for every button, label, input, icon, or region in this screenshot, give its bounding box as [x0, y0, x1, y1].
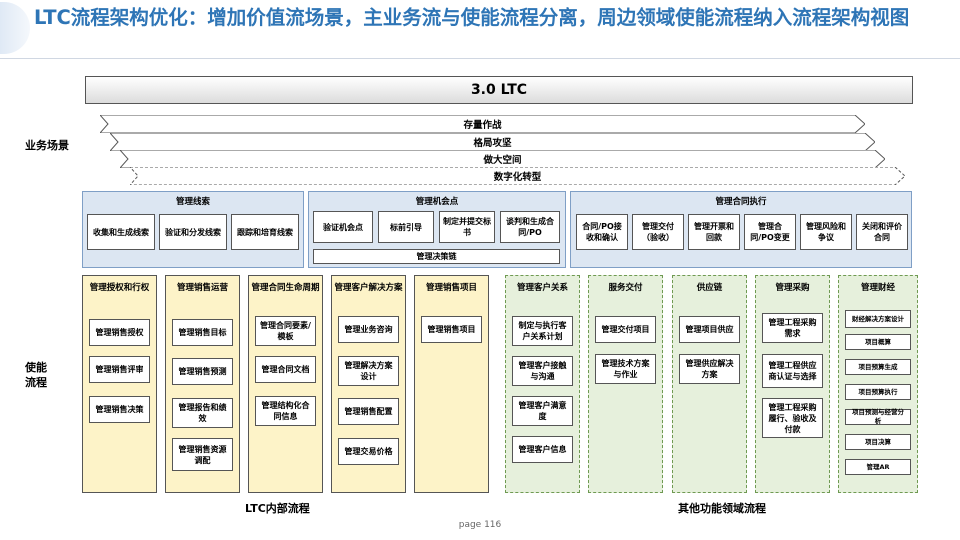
column-customer-relationship: 管理客户关系 制定与执行客户关系计划 管理客户接触与沟通 管理客户满意度 管理客…: [505, 275, 580, 493]
title-decoration: [0, 2, 30, 54]
column-procurement: 管理采购 管理工程采购需求 管理工程供应商认证与选择 管理工程采购履行、验收及付…: [755, 275, 830, 493]
process-box: 项目预测与经营分析: [845, 408, 911, 425]
process-box: 管理交付（验收）: [632, 214, 684, 250]
scenario-chevron: 格局攻坚: [110, 133, 875, 151]
process-box: 管理销售项目: [421, 316, 482, 343]
column-service-delivery: 服务交付 管理交付项目 管理技术方案与作业: [588, 275, 663, 493]
process-box: 管理客户满意度: [512, 396, 573, 426]
process-box: 管理工程采购需求: [762, 313, 823, 343]
group-title: 管理线索: [175, 197, 210, 207]
process-box: 管理销售配置: [338, 398, 399, 425]
process-box: 谈判和生成合同/PO: [500, 211, 560, 243]
process-box: 跟踪和培育线索: [231, 214, 299, 250]
column-title: 供应链: [696, 283, 723, 293]
process-box: 管理合同文档: [255, 356, 316, 383]
process-box: 管理合同要素/模板: [255, 316, 316, 346]
process-box: 关闭和评价合同: [856, 214, 908, 250]
process-box: 项目概算: [845, 334, 911, 350]
process-box: 制定并提交标书: [439, 211, 495, 243]
group-manage-leads: 管理线索 收集和生成线索 验证和分发线索 跟踪和培育线索: [82, 191, 304, 268]
column-title: 管理销售运营: [176, 283, 228, 293]
scenario-chevron: 数字化转型: [130, 167, 905, 185]
process-box: 验证和分发线索: [159, 214, 227, 250]
column-title: 管理销售项目: [425, 283, 477, 293]
column-sales-project: 管理销售项目 管理销售项目: [414, 275, 489, 493]
column-title: 管理财经: [860, 283, 895, 293]
process-box: 管理工程供应商认证与选择: [762, 354, 823, 388]
process-box: 合同/PO接收和确认: [576, 214, 628, 250]
process-box: 管理报告和绩效: [172, 398, 233, 428]
process-box: 制定与执行客户关系计划: [512, 316, 573, 346]
process-box: 管理项目供应: [679, 316, 740, 343]
scenario-label: 格局攻坚: [473, 138, 512, 149]
process-box: 管理AR: [845, 459, 911, 475]
process-box: 验证机会点: [313, 211, 373, 243]
process-box: 管理工程采购履行、验收及付款: [762, 398, 823, 438]
title-divider: [0, 58, 960, 59]
column-supply-chain: 供应链 管理项目供应 管理供应解决方案: [672, 275, 747, 493]
process-box: 管理销售授权: [89, 319, 150, 346]
process-box: 标前引导: [378, 211, 434, 243]
scenario-label: 做大空间: [483, 155, 522, 166]
page-title: LTC流程架构优化：增加价值流场景，主业务流与使能流程分离，周边领域使能流程纳入…: [34, 6, 910, 29]
process-box: 管理交易价格: [338, 438, 399, 465]
column-title: 管理客户解决方案: [334, 283, 403, 293]
scenario-chevron: 做大空间: [120, 150, 885, 168]
column-title: 管理客户关系: [516, 283, 568, 293]
process-box: 项目预算生成: [845, 359, 911, 375]
scenario-label: 数字化转型: [493, 172, 542, 183]
process-box: 管理销售资源调配: [172, 438, 233, 471]
scenario-label: 存量作战: [463, 120, 502, 131]
process-box: 管理销售评审: [89, 356, 150, 383]
column-authorization: 管理授权和行权 管理销售授权 管理销售评审 管理销售决策: [82, 275, 157, 493]
column-customer-solution: 管理客户解决方案 管理业务咨询 管理解决方案设计 管理销售配置 管理交易价格: [331, 275, 406, 493]
process-box: 管理供应解决方案: [679, 354, 740, 384]
enabling-process-label: 使能流程: [25, 361, 47, 389]
process-box: 项目预算执行: [845, 384, 911, 400]
group-manage-opportunity: 管理机会点 验证机会点 标前引导 制定并提交标书 谈判和生成合同/PO 管理决策…: [308, 191, 566, 268]
process-box: 管理解决方案设计: [338, 356, 399, 386]
column-sales-operations: 管理销售运营 管理销售目标 管理销售预测 管理报告和绩效 管理销售资源调配: [165, 275, 240, 493]
column-title: 管理授权和行权: [89, 283, 150, 293]
decision-chain-box: 管理决策链: [313, 249, 560, 264]
process-box: 管理客户信息: [512, 436, 573, 463]
group-title: 管理合同执行: [715, 197, 767, 207]
process-box: 管理风险和争议: [800, 214, 852, 250]
column-contract-lifecycle: 管理合同生命周期 管理合同要素/模板 管理合同文档 管理结构化合同信息: [248, 275, 323, 493]
process-box: 财经解决方案设计: [845, 310, 911, 328]
process-box: 管理交付项目: [595, 316, 656, 343]
process-box: 管理销售预测: [172, 358, 233, 385]
process-box: 管理合同/PO变更: [744, 214, 796, 250]
process-box: 管理业务咨询: [338, 316, 399, 343]
process-box: 管理销售目标: [172, 319, 233, 346]
internal-process-label: LTC内部流程: [245, 502, 310, 515]
group-manage-contract-execution: 管理合同执行 合同/PO接收和确认 管理交付（验收） 管理开票和回款 管理合同/…: [570, 191, 912, 268]
column-finance: 管理财经 财经解决方案设计 项目概算 项目预算生成 项目预算执行 项目预测与经营…: [838, 275, 918, 493]
scenario-chevron: 存量作战: [100, 115, 865, 133]
process-box: 管理客户接触与沟通: [512, 356, 573, 386]
column-title: 服务交付: [608, 283, 643, 293]
column-title: 管理合同生命周期: [251, 283, 320, 293]
process-box: 项目决算: [845, 434, 911, 450]
process-box: 管理技术方案与作业: [595, 354, 656, 384]
process-box: 管理销售决策: [89, 396, 150, 423]
ltc-header-bar: 3.0 LTC: [85, 76, 913, 104]
process-box: 管理结构化合同信息: [255, 396, 316, 426]
page-number: page 116: [458, 520, 502, 530]
process-box: 管理开票和回款: [688, 214, 740, 250]
group-title: 管理机会点: [415, 197, 459, 207]
column-title: 管理采购: [775, 283, 810, 293]
other-domain-label: 其他功能领域流程: [678, 502, 766, 515]
process-box: 收集和生成线索: [87, 214, 155, 250]
business-scenario-label: 业务场景: [25, 139, 69, 152]
